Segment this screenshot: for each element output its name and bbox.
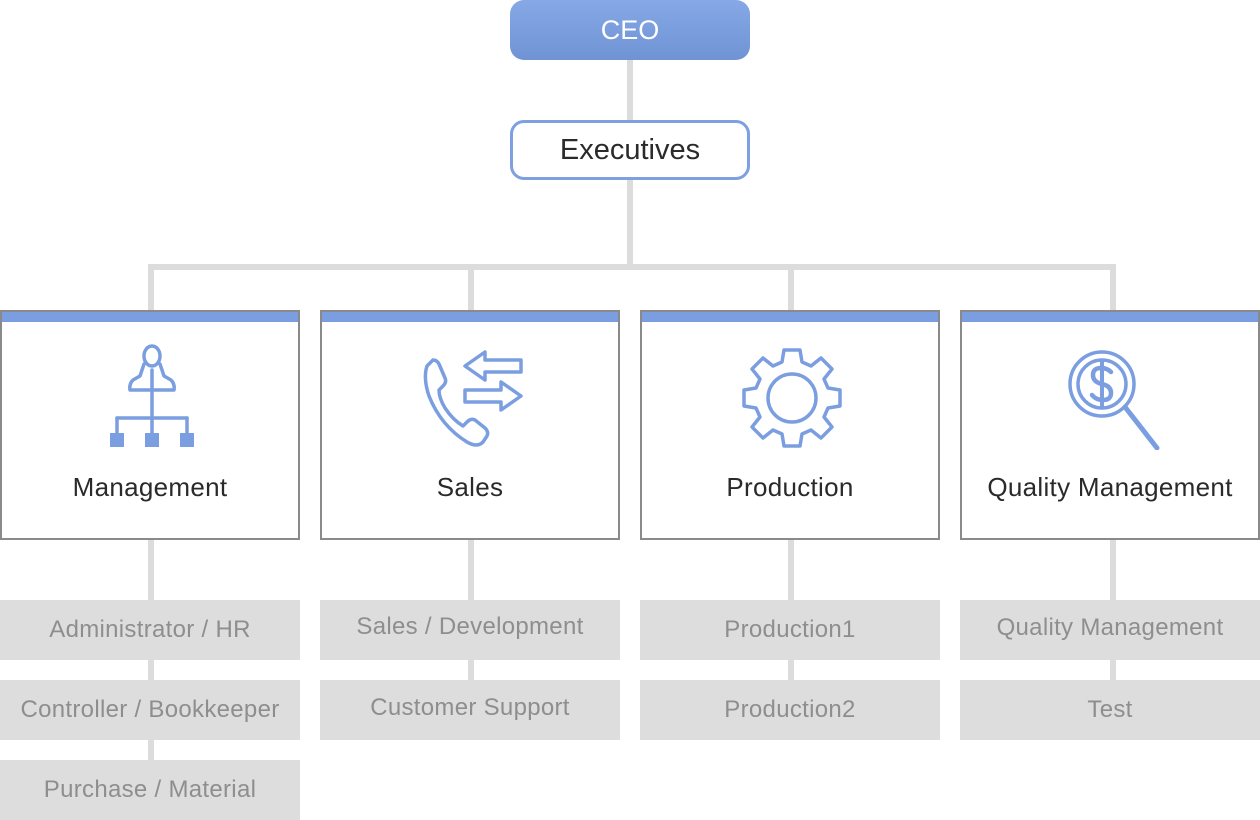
- connector-drop-quality: [1110, 264, 1116, 312]
- dept-label: Management: [72, 472, 228, 502]
- connector-horizontal: [148, 264, 1116, 270]
- unit-test: Test: [960, 680, 1260, 740]
- executives-node: Executives: [510, 120, 750, 180]
- connector-drop-management: [148, 264, 154, 312]
- unit-administrator-hr: Administrator / HR: [0, 600, 300, 660]
- unit-controller-bookkeeper: Controller / Bookkeeper: [0, 680, 300, 740]
- connector-drop-production: [788, 264, 794, 312]
- dollar-search-icon: [1068, 350, 1160, 450]
- org-hierarchy-icon: [110, 344, 194, 447]
- connector-executives-trunk: [627, 178, 633, 270]
- unit-production1: Production1: [640, 600, 940, 660]
- dept-label: Quality Management: [987, 472, 1233, 502]
- dept-production: Production: [640, 310, 940, 540]
- unit-production2: Production2: [640, 680, 940, 740]
- unit-customer-support: Customer Support: [320, 680, 620, 740]
- dept-management: Management: [0, 310, 300, 540]
- connector-ceo-executives: [627, 58, 633, 122]
- dept-label: Sales: [436, 472, 504, 502]
- ceo-node: CEO: [510, 0, 750, 60]
- dept-accent-bar: [962, 312, 1258, 322]
- unit-purchase-material: Purchase / Material: [0, 760, 300, 820]
- gear-icon: [742, 348, 842, 448]
- dept-sales: Sales: [320, 310, 620, 540]
- unit-quality-management: Quality Management: [960, 600, 1260, 660]
- dept-accent-bar: [322, 312, 618, 322]
- connector-drop-sales: [468, 264, 474, 312]
- dept-quality-management: Quality Management: [960, 310, 1260, 540]
- dept-accent-bar: [2, 312, 298, 322]
- ceo-label: CEO: [600, 14, 660, 45]
- dept-accent-bar: [642, 312, 938, 322]
- unit-sales-development: Sales / Development: [320, 600, 620, 660]
- phone-exchange-icon: [423, 350, 523, 447]
- executives-label: Executives: [559, 133, 701, 166]
- dept-label: Production: [726, 472, 854, 502]
